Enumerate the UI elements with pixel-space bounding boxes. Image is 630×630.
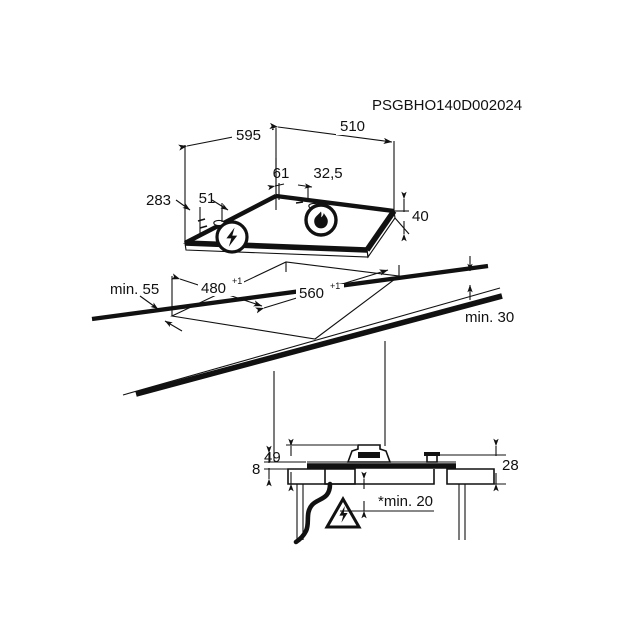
dimension-min-30: min. 30 [465,256,514,326]
hob-connector-block [426,454,438,463]
hob-side-thickness [366,210,396,259]
dim-51-label: 51 [199,190,216,207]
burner-cap-block [358,452,380,458]
dimension-51: 51 [199,190,229,234]
dim-8-label: 8 [252,461,260,478]
cross-section-detail-view: 8 49 28 [252,438,519,545]
dim-510-label-bg [336,118,374,135]
dim-480-label: 480 [201,280,226,297]
hazard-lightning-bolt-icon [339,506,348,523]
ext-line-40-bottom [394,217,410,235]
dimension-min-20: *min. 20 [340,471,448,519]
dimension-28: 28 [436,438,519,492]
dim-28-label: 28 [502,457,519,474]
dim-49-label: 49 [264,449,281,466]
hob-top-view: 595 510 61 32,5 [146,118,429,259]
dimension-32-5: 32,5 [297,165,343,200]
lightning-bolt-icon [226,227,238,247]
dim-480-label-bg [198,279,244,296]
dim-595-label: 595 [236,127,261,144]
burner-assembly-profile [346,444,392,463]
dim-line-51 [211,199,229,211]
electric-burner-slot-left [197,218,206,222]
drawing-title: PSGBHO140D002024 [372,97,522,114]
dim-min-30-label: min. 30 [465,309,514,326]
hob-edge-back-left [183,194,278,245]
electric-burner-marker [197,218,249,254]
worktop-cutout-view: 480 +1 560 +1 min. 55 min. 30 [91,256,514,460]
worktop-front-edge-lower [135,293,503,397]
gas-burner-marker [295,201,338,237]
electrical-hazard-warning-triangle-icon [324,495,362,529]
gas-burner-slot-left [295,201,304,204]
hob-edge-front-right [364,209,397,252]
dim-40-label: 40 [412,208,429,225]
dim-61-label: 61 [273,165,290,182]
dim-560-label: 560 [299,285,324,302]
worktop-slab-right [446,468,495,485]
dim-325-label: 32,5 [313,165,342,182]
dimension-480: 480 +1 [171,273,263,307]
dim-560-label-bg [296,284,344,301]
dim-line-325 [297,183,313,189]
dim-480-superscript: +1 [232,276,242,286]
electric-burner-slot-left-2 [199,225,208,229]
hob-edge-back-right [275,193,395,214]
dim-283-label: 283 [146,192,171,209]
dim-595-label-bg [232,126,272,143]
dim-560-superscript: +1 [330,281,340,291]
dim-line-510 [269,122,393,144]
dimension-61: 61 [267,158,290,210]
dim-510-label: 510 [340,118,365,135]
dim-min-55-label: min. 55 [110,281,159,298]
flame-icon [314,211,328,229]
dimension-8: 8 [252,445,324,487]
dim-line-61 [267,183,285,191]
worktop-front-edge-upper [122,287,501,396]
gas-burner-slot-right [324,202,333,205]
cutout-opening-outline [170,261,401,340]
dim-min-20-label: *min. 20 [378,493,433,510]
dimension-510: 510 [269,118,395,211]
dimension-min-55: min. 55 [110,281,183,332]
hob-edge-front-left [184,240,368,253]
dimension-595: 595 [178,126,277,243]
dimension-49: 49 [264,438,357,492]
dimension-40: 40 [394,191,429,242]
worktop-slab-left [287,468,356,485]
dim-line-min55-b [164,320,183,332]
dimension-283: 283 [146,192,191,211]
power-cable [293,481,333,545]
dim-line-min55-a [139,295,159,310]
dim-min20-label-bg [376,493,448,510]
dim-line-283 [175,199,191,211]
dimension-560: 560 +1 [255,269,389,314]
